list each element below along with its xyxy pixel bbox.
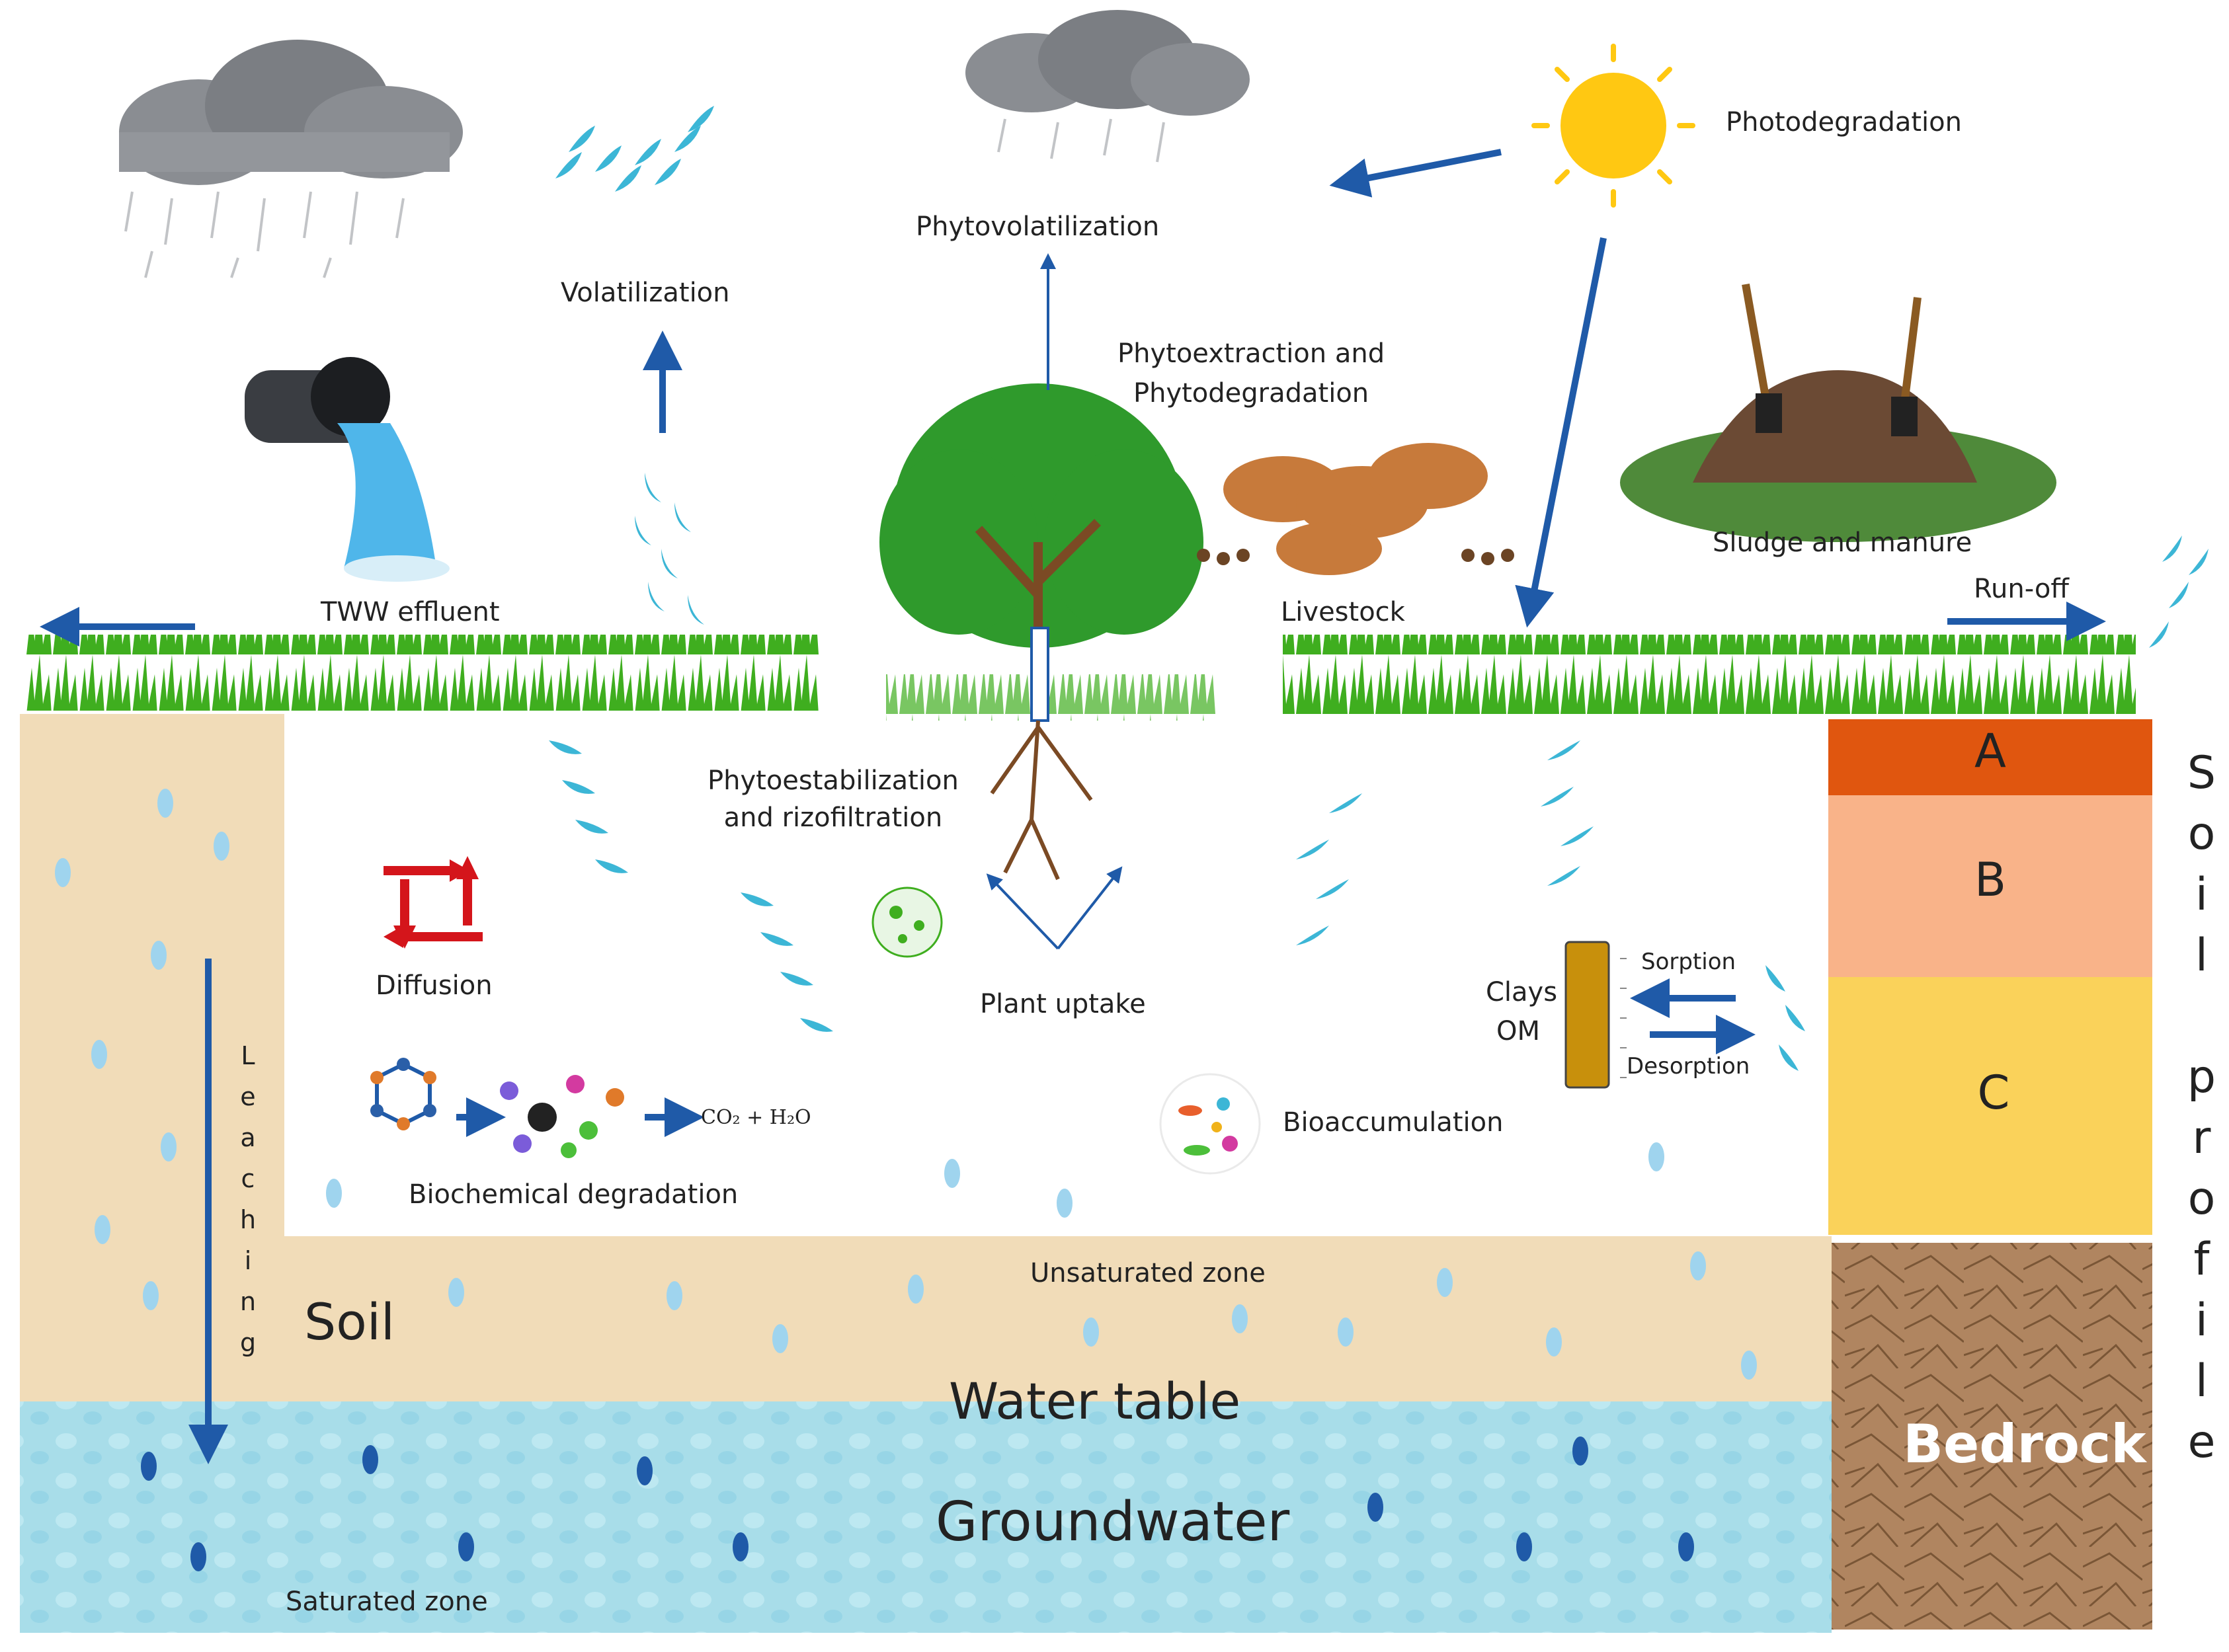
clay-column-icon — [1564, 941, 1627, 1089]
phytostabilization-label: Phytoestabilization and rizofiltration — [708, 766, 959, 833]
phytovolatilization-label: Phytovolatilization — [916, 212, 1160, 242]
grass-left — [26, 635, 820, 711]
volatilization-label: Volatilization — [561, 278, 730, 308]
bioaccumulation-label: Bioaccumulation — [1283, 1107, 1504, 1138]
phytostabilization-line2: and rizofiltration — [723, 803, 943, 833]
bedrock-label: Bedrock — [1903, 1413, 2146, 1475]
om-label: OM — [1496, 1016, 1540, 1046]
desorption-label: Desorption — [1627, 1053, 1750, 1080]
droplet-icon — [55, 789, 1757, 1380]
soil-profile-label: Soil profile — [2175, 747, 2228, 1477]
water-table-label: Water table — [949, 1372, 1241, 1431]
livestock-label: Livestock — [1281, 597, 1405, 627]
sun-icon — [1531, 44, 1695, 208]
groundwater-label: Groundwater — [936, 1491, 1290, 1554]
soil-label: Soil — [304, 1292, 395, 1351]
sorption-label: Sorption — [1641, 949, 1736, 975]
grass-center — [886, 674, 1217, 721]
phytoextraction-line2: Phytodegradation — [1133, 378, 1369, 409]
manure-pile-icon — [1620, 283, 2056, 542]
plant-uptake-arrow-right — [1057, 866, 1123, 950]
saturated-zone-label: Saturated zone — [286, 1587, 488, 1617]
horizon-B-label: B — [1974, 853, 2007, 907]
diffusion-arrows-icon — [384, 856, 483, 949]
photodegradation-label: Photodegradation — [1726, 107, 1962, 138]
co2-h2o-label: CO₂ + H₂O — [701, 1106, 811, 1129]
horizon-B — [1828, 795, 2152, 977]
plant-uptake-label: Plant uptake — [980, 989, 1146, 1019]
leaching-label: Leaching — [228, 1041, 267, 1369]
horizon-A-label: A — [1974, 724, 2006, 778]
horizon-C-label: C — [1977, 1066, 2010, 1120]
grass-right — [1283, 635, 2136, 714]
leaching-text: Leaching — [233, 1041, 263, 1369]
sun-to-cloud-arrow — [1329, 149, 1502, 198]
phytostabilization-line1: Phytoestabilization — [708, 766, 959, 796]
soil-profile-text: Soil profile — [2175, 747, 2228, 1477]
microbe-icon — [871, 886, 943, 958]
phytoextraction-line1: Phytoextraction and — [1117, 338, 1385, 369]
droplet-icon — [141, 1436, 1694, 1571]
bedrock-block — [1832, 1243, 2152, 1630]
molecule-icon — [370, 1058, 624, 1158]
clays-label: Clays — [1486, 977, 1558, 1007]
tww-effluent-label: TWW effluent — [321, 597, 500, 627]
horizon-C — [1828, 977, 2152, 1235]
tree-icon — [879, 383, 1203, 881]
cows-icon — [1197, 443, 1514, 575]
horizon-A — [1828, 719, 2152, 795]
sun-to-ground-arrow — [1515, 237, 1607, 628]
shovel-icon — [1742, 283, 1922, 436]
unsaturated-zone-label: Unsaturated zone — [1030, 1258, 1266, 1288]
biochemical-degradation-label: Biochemical degradation — [409, 1179, 739, 1210]
sludge-manure-label: Sludge and manure — [1713, 528, 1972, 558]
rain-cloud-icon — [119, 40, 463, 278]
diffusion-label: Diffusion — [376, 970, 493, 1001]
runoff-label: Run-off — [1974, 574, 2069, 604]
pipe-icon — [245, 357, 450, 582]
microbe-icon — [1159, 1073, 1261, 1175]
plant-uptake-arrow-left — [986, 873, 1059, 950]
droplet-icon — [549, 106, 2209, 1071]
phytoextraction-label: Phytoextraction and Phytodegradation — [1117, 338, 1385, 409]
rain-cloud-icon — [965, 10, 1250, 163]
